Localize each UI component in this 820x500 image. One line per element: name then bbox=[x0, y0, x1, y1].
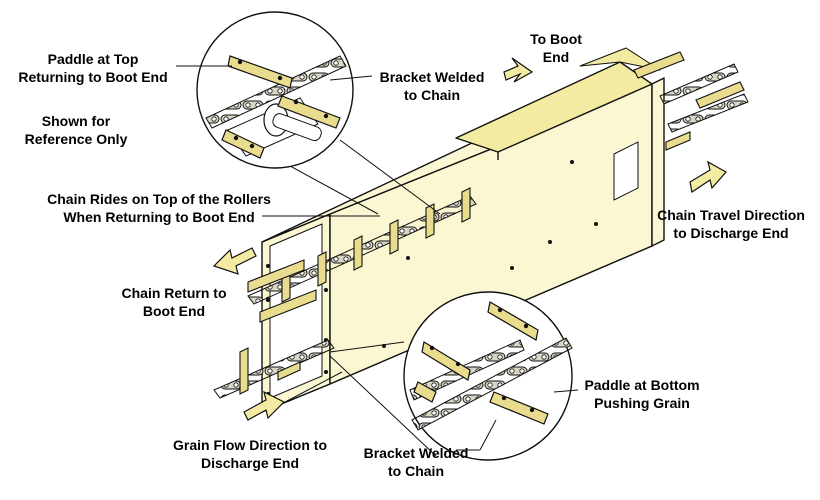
label-line: Discharge End bbox=[200, 455, 300, 471]
arrow-to-boot-icon bbox=[503, 57, 534, 83]
label-line: To Boot bbox=[530, 31, 582, 47]
detail-paddle-bottom bbox=[421, 341, 471, 381]
label-line: to Discharge End bbox=[673, 225, 789, 241]
label-chain-travel: Chain Travel Direction to Discharge End bbox=[646, 206, 816, 242]
label-line: Chain Return to bbox=[121, 285, 227, 301]
label-to-boot: To Boot End bbox=[516, 30, 596, 66]
leader-lines bbox=[176, 65, 579, 451]
label-shown-reference: Shown for Reference Only bbox=[6, 112, 146, 148]
label-paddle-bottom: Paddle at Bottom Pushing Grain bbox=[574, 376, 710, 412]
return-paddle bbox=[389, 219, 399, 255]
bottom-paddle bbox=[239, 347, 249, 395]
label-line: Grain Flow Direction to bbox=[172, 437, 327, 453]
label-bracket-top: Bracket Welded to Chain bbox=[372, 68, 492, 104]
detail-bottom bbox=[329, 291, 573, 461]
detail-paddle-bottom bbox=[413, 381, 437, 403]
far-end-chain bbox=[633, 51, 749, 151]
top-cover-end bbox=[579, 47, 661, 71]
label-line: Reference Only bbox=[24, 131, 128, 147]
label-chain-rides: Chain Rides on Top of the Rollers When R… bbox=[34, 190, 284, 226]
inspection-window bbox=[613, 141, 639, 201]
arrow-chain-travel-icon bbox=[689, 160, 727, 193]
label-line: Chain Travel Direction bbox=[657, 207, 805, 223]
return-paddle bbox=[317, 251, 327, 287]
label-bracket-bottom: Bracket Welded to Chain bbox=[356, 444, 476, 480]
detail-paddle-top bbox=[221, 129, 265, 159]
label-line: Chain Rides on Top of the Rollers bbox=[47, 191, 271, 207]
bottom-chain bbox=[213, 339, 335, 399]
housing-far-end bbox=[651, 77, 665, 247]
label-grain-flow: Grain Flow Direction to Discharge End bbox=[152, 436, 348, 472]
label-chain-return: Chain Return to Boot End bbox=[104, 284, 244, 320]
return-paddle bbox=[461, 187, 471, 223]
label-paddle-top: Paddle at Top Returning to Boot End bbox=[8, 50, 178, 86]
label-line: Returning to Boot End bbox=[18, 69, 168, 85]
label-line: Shown for bbox=[41, 113, 111, 129]
label-line: to Chain bbox=[388, 463, 444, 479]
return-paddle bbox=[425, 203, 435, 239]
return-chain bbox=[247, 187, 477, 305]
label-line: End bbox=[542, 49, 570, 65]
bottom-paddle bbox=[277, 361, 301, 381]
label-line: Boot End bbox=[142, 303, 206, 319]
return-paddle bbox=[353, 235, 363, 271]
front-paddles bbox=[247, 259, 317, 323]
label-line: to Chain bbox=[404, 87, 460, 103]
detail-top bbox=[196, 11, 441, 215]
detail-paddle-top bbox=[227, 55, 293, 89]
arrow-grain-flow-icon bbox=[243, 390, 286, 421]
label-line: Paddle at Bottom bbox=[584, 377, 700, 393]
label-line: Bracket Welded bbox=[363, 445, 469, 461]
detail-paddle-top bbox=[277, 95, 341, 129]
arrow-chain-return-icon bbox=[212, 247, 257, 275]
label-line: Pushing Grain bbox=[594, 395, 690, 411]
label-line: Paddle at Top bbox=[47, 51, 139, 67]
label-line: When Returning to Boot End bbox=[63, 209, 255, 225]
label-line: Bracket Welded bbox=[379, 69, 485, 85]
